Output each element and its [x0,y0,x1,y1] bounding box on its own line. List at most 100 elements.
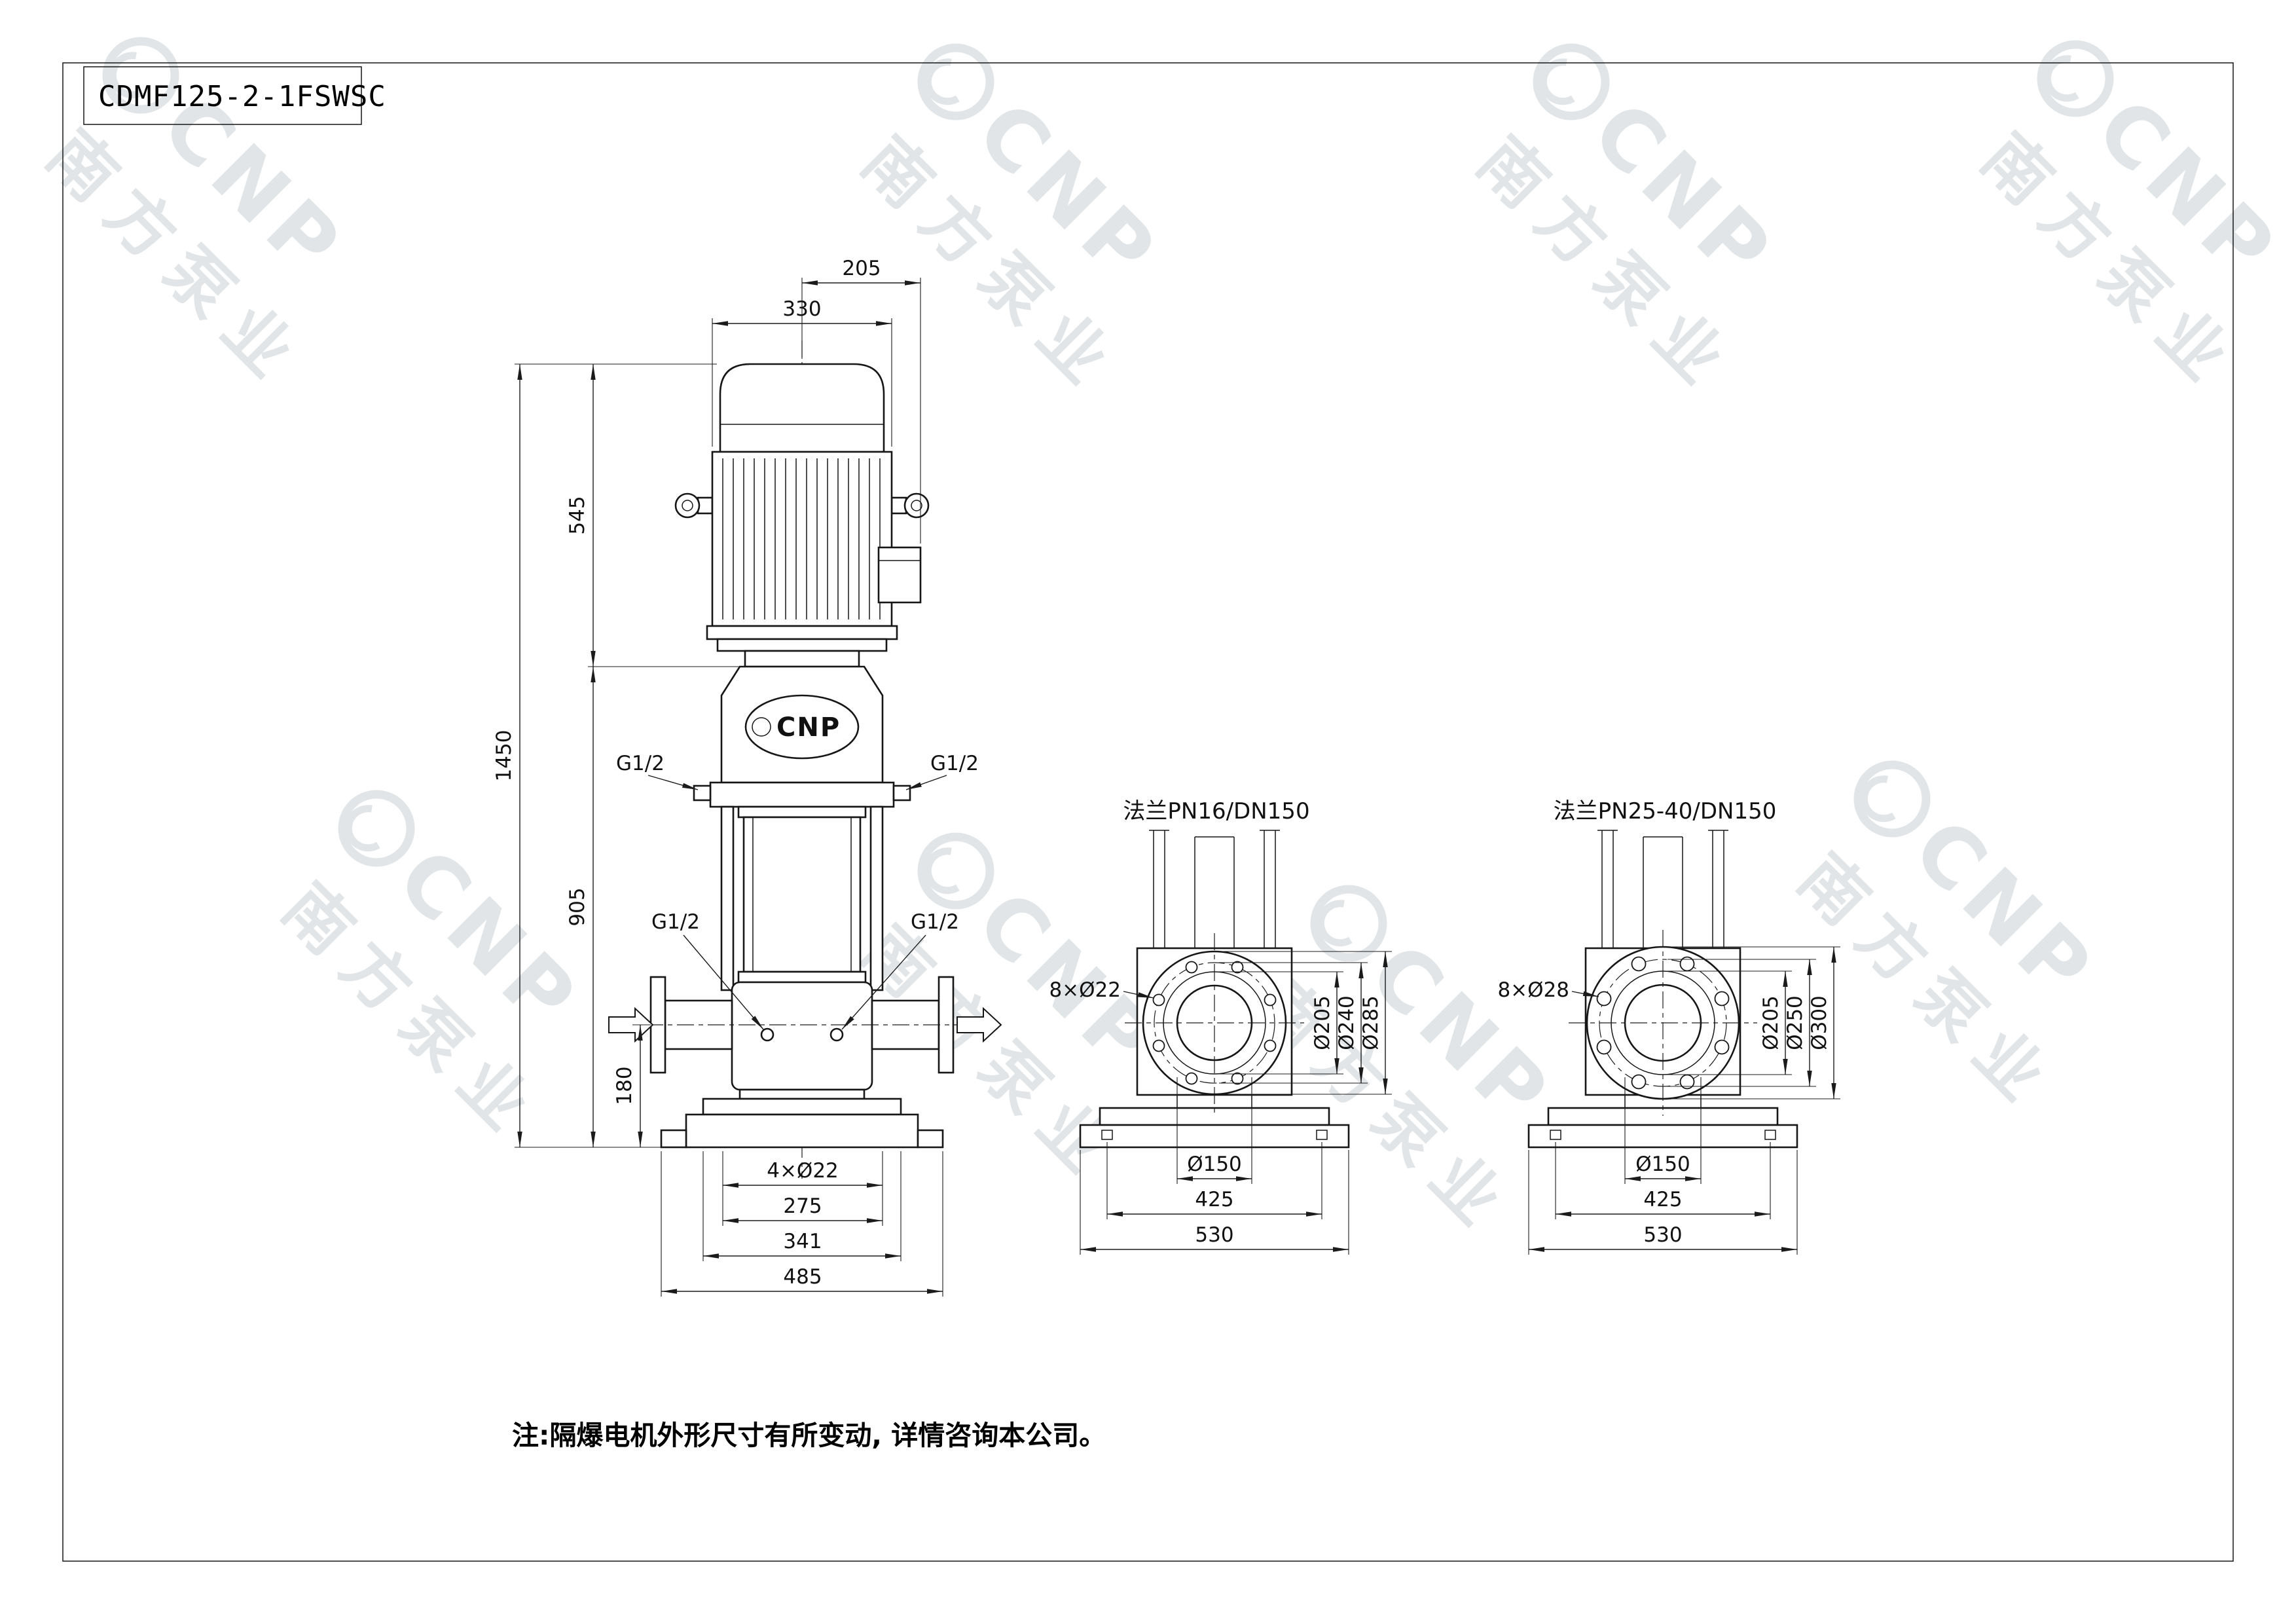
base-plate [1079,1124,1350,1149]
pump-bracket: CNP [693,665,911,808]
bolt-note-pn16: 8×Ø22 [1049,978,1121,1002]
note-text: 注:隔爆电机外形尺寸有所变动, 详情咨询本公司。 [512,1420,1106,1451]
dim-d300: Ø300 [1808,995,1831,1050]
model-number: CDMF125-2-1FSWSC [98,80,386,113]
cnp-logo-icon [917,832,994,910]
dim-d240: Ø240 [1335,995,1358,1050]
tie-rod-left [720,805,735,991]
foot-slot-right [1764,1130,1776,1140]
dim-275: 275 [783,1194,822,1218]
motor-flange [706,625,898,640]
foot-slot-left [1101,1130,1113,1140]
bolt-circle [1154,962,1275,1084]
dim-905: 905 [566,887,589,926]
title-block-frame [83,66,362,125]
lifting-eye-left [697,496,714,515]
dim-341: 341 [783,1230,822,1253]
dim-330: 330 [782,297,821,321]
pump-logo-text: CNP [776,712,841,743]
dim-d205: Ø205 [1759,995,1783,1050]
base-plate [685,1113,919,1149]
dimensions-pn16-bottom: Ø150 425 530 [1080,1077,1349,1255]
watermark: CNP 南方泵业 [1463,43,1794,410]
brand-oval [744,694,860,760]
port-g12-upper-left: G1/2 [616,752,665,775]
foot-slot-left [1550,1130,1561,1140]
dimensions-pn25-right: Ø205 Ø250 Ø300 [1667,946,1840,1099]
cnp-logo-swirl-icon [924,847,960,895]
foot-slot-right [1316,1130,1328,1140]
dim-425: 425 [1643,1188,1682,1211]
coupling-housing [744,650,860,668]
motor-cap [719,363,885,453]
cnp-logo-swirl-icon [1860,775,1896,822]
sheet-border [62,62,2234,1562]
lifting-eye-right [890,496,907,515]
watermark: CNP 南方泵业 [268,790,599,1156]
center-cross [1569,930,1757,1116]
dim-205: 205 [842,257,881,280]
volute-casing [731,981,873,1091]
motor-fins [722,458,881,619]
terminal-box [877,546,922,604]
flange-pn16-title: 法兰PN16/DN150 [1123,798,1309,824]
tie-rods [1149,830,1280,953]
base-plate-top [702,1098,902,1116]
flange-view-pn16: 法兰PN16/DN150 8×Ø22 Ø205 Ø240 Ø285 [1049,798,1392,1255]
drain-plug-right [829,1027,844,1042]
vent-plug-right [892,784,911,802]
dim-530: 530 [1643,1223,1682,1247]
vent-plug-left [693,784,712,802]
pump-base [660,1088,944,1149]
foot-left [660,1129,687,1149]
cnp-logo-icon [1310,885,1387,962]
dim-d250: Ø250 [1783,995,1807,1050]
flow-arrow-out-icon [957,1006,1002,1043]
dim-d205: Ø205 [1311,995,1334,1050]
cnp-logo-icon [2037,40,2114,117]
cnp-logo-icon [752,717,771,737]
motor [674,363,930,668]
cnp-logo-icon [1533,43,1610,120]
watermark: CNP 南方泵业 [33,37,363,403]
flange-pn25-title: 法兰PN25-40/DN150 [1554,798,1777,824]
cnp-logo-icon [917,43,994,120]
tie-rod-right [869,805,884,991]
dim-d150: Ø150 [1635,1153,1690,1176]
dimensions-main-top: 205 330 [712,257,921,544]
cnp-logo-icon [338,790,415,867]
pump-head [709,781,895,808]
pump-casing [608,976,1002,1091]
cnp-logo-icon [102,37,179,114]
port-g12-lower-left: G1/2 [651,910,700,934]
dim-180: 180 [613,1066,636,1105]
cnp-logo-swirl-icon [344,805,380,852]
dim-485: 485 [783,1265,822,1289]
bolt-holes [1152,961,1277,1085]
stage-barrel [742,816,862,973]
dim-d285: Ø285 [1359,995,1383,1050]
dim-1450: 1450 [492,730,516,782]
tie-rods [1597,830,1728,953]
port-callouts: G1/2 G1/2 G1/2 G1/2 [616,752,979,1030]
title-block: CDMF125-2-1FSWSC [83,66,386,125]
watermark: CNP 南方泵业 [1967,40,2296,407]
port-g12-upper-right: G1/2 [930,752,979,775]
dim-530: 530 [1195,1223,1233,1247]
cnp-logo-swirl-icon [2043,55,2079,102]
dim-425: 425 [1195,1188,1233,1211]
pump-stack [720,805,884,991]
pump-front-view: CNP [492,257,1002,1297]
dim-d150: Ø150 [1187,1153,1242,1176]
dimensions-pn25-bottom: Ø150 425 530 [1528,1077,1798,1255]
dimensions-main-bottom: 4×Ø22 275 341 485 [661,1151,943,1297]
base-plate-top [1547,1107,1779,1126]
foot-right [917,1129,944,1149]
cnp-logo-swirl-icon [109,52,145,99]
drain-plug-left [760,1027,774,1042]
dim-foot-holes: 4×Ø22 [767,1159,839,1183]
dimensions-pn16-right: Ø205 Ø240 Ø285 [1219,951,1392,1095]
bolt-note-pn25: 8×Ø28 [1497,978,1569,1002]
